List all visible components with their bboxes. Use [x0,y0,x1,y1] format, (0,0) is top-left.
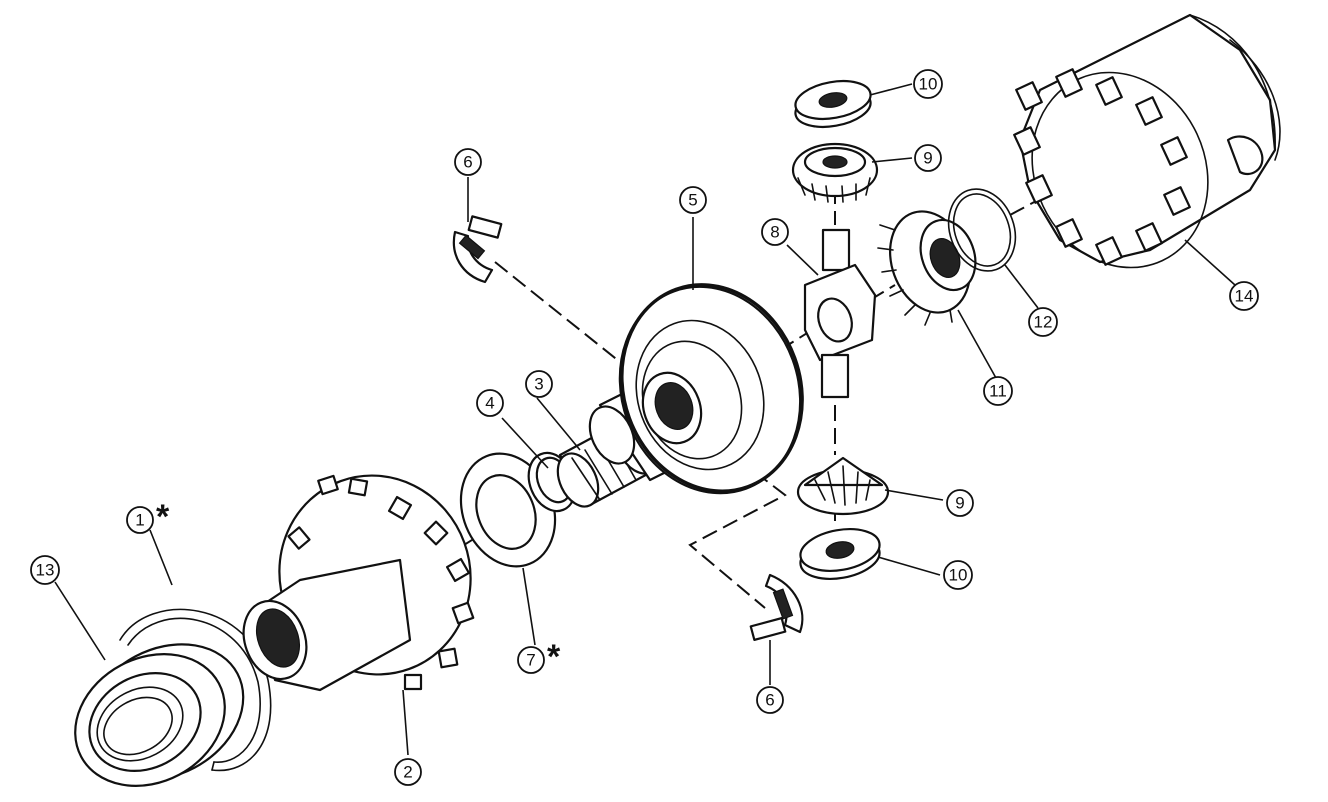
bearing-cup-part-13 [74,643,245,787]
callout-4: 4 [476,389,504,417]
needle-bearing-part-6-top [452,215,503,284]
callout-10-top-label: 10 [919,75,938,94]
callout-14-label: 14 [1235,287,1254,306]
callout-1-asterisk: * [156,498,170,536]
callout-11-label: 11 [989,382,1007,401]
pinion-washer-part-10-top [794,79,872,129]
housing-cover-part-14 [1013,13,1281,269]
callout-7-label: 7 [526,651,535,670]
callout-2: 2 [394,758,422,786]
differential-case-part-5 [588,283,804,495]
callout-4-label: 4 [485,394,494,413]
callout-9-bottom-label: 9 [955,494,964,513]
callout-2-label: 2 [403,763,412,782]
callout-1-label: 1 [135,511,144,530]
callout-6-top: 6 [454,148,482,176]
snap-ring-part-12 [947,188,1017,272]
leader-lines [54,83,1236,756]
callout-12-label: 12 [1034,313,1053,332]
callout-12: 12 [1028,307,1058,337]
callout-7-asterisk: * [547,638,561,676]
callout-9-bottom: 9 [946,489,974,517]
callout-3: 3 [525,370,553,398]
pinion-gear-part-9-bottom [796,456,890,516]
callout-13-label: 13 [36,561,55,580]
callout-13: 13 [30,555,60,585]
callout-5: 5 [679,186,707,214]
callout-3-label: 3 [534,375,543,394]
side-flange-part-2 [242,474,475,692]
thrust-washer-part-7 [459,452,557,568]
side-gear-part-11 [877,210,977,326]
cross-shaft-part-8 [803,228,877,399]
callout-6-bottom-label: 6 [765,691,774,710]
callout-10-top: 10 [913,69,943,99]
callout-11: 11 [983,376,1013,406]
callout-10-bottom: 10 [943,560,973,590]
callout-9-top: 9 [914,144,942,172]
callout-5-label: 5 [688,191,697,210]
callout-8-label: 8 [770,223,779,242]
callout-14: 14 [1229,281,1259,311]
pinion-gear-part-9-top [791,142,879,203]
callout-1: 1 * [126,498,170,536]
needle-bearing-part-6-bottom [749,573,804,642]
callout-10-bottom-label: 10 [949,566,968,585]
callout-9-top-label: 9 [923,149,932,168]
pinion-washer-part-10-bottom [799,528,881,580]
callout-8: 8 [761,218,789,246]
callout-6-top-label: 6 [463,153,472,172]
callout-6-bottom: 6 [756,686,784,714]
callout-7: 7 * [517,638,561,676]
